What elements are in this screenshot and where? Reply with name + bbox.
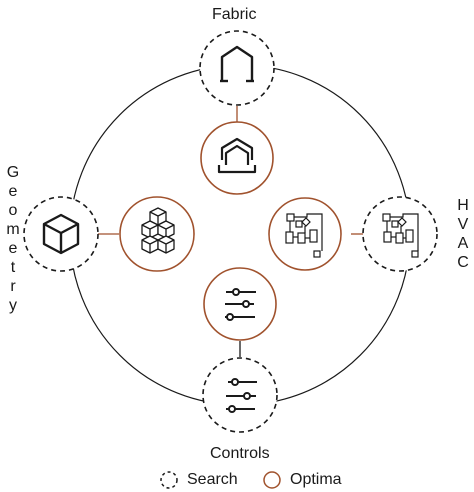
house-icon	[220, 45, 254, 83]
optima-node-geometry	[119, 196, 195, 272]
optima-node-hvac	[268, 197, 342, 271]
legend: Search Optima	[0, 470, 474, 492]
search-node-geometry	[23, 196, 99, 272]
search-node-controls	[202, 357, 278, 433]
hvac-schematic-icon	[285, 213, 323, 258]
sliders-icon	[225, 288, 256, 321]
stacked-cubes-icon	[141, 207, 175, 254]
house-layers-icon	[217, 137, 257, 174]
legend-optima-label: Optima	[290, 471, 342, 488]
cube-icon	[42, 213, 80, 255]
legend-optima: Optima	[262, 470, 342, 490]
label-controls: Controls	[210, 445, 270, 462]
optima-swatch	[263, 471, 281, 489]
optima-node-controls	[203, 267, 277, 341]
label-fabric: Fabric	[212, 6, 257, 23]
optima-node-fabric	[200, 121, 274, 195]
sliders-icon	[226, 378, 257, 413]
hvac-schematic-icon	[382, 213, 419, 258]
legend-search-label: Search	[187, 471, 238, 488]
legend-search: Search	[159, 470, 238, 490]
search-node-hvac	[362, 196, 438, 272]
search-node-fabric	[199, 30, 275, 106]
search-swatch	[160, 471, 178, 489]
